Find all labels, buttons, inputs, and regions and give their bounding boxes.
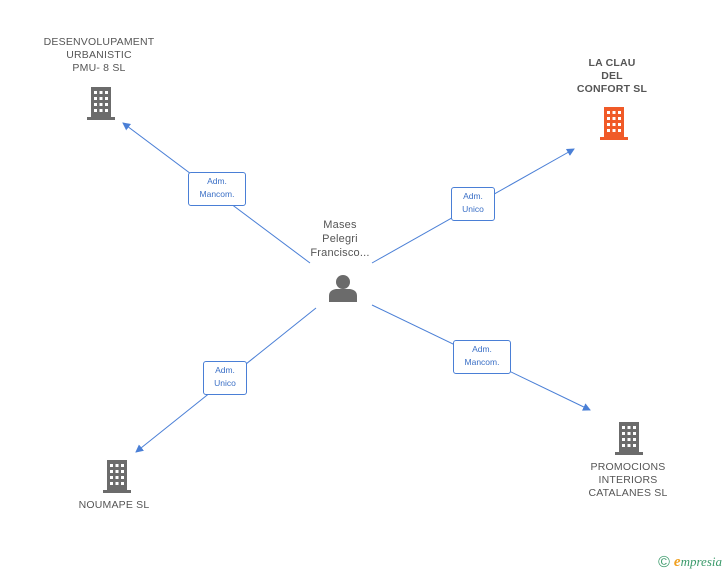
- role-badge-noumape[interactable]: Adm. Unico: [203, 361, 247, 395]
- role-badge-la-clau[interactable]: Adm. Unico: [451, 187, 495, 221]
- copyright-icon: ©: [658, 553, 670, 571]
- company-name-promocions[interactable]: PROMOCIONS INTERIORS CATALANES SL: [588, 461, 668, 499]
- building-icon[interactable]: [102, 459, 132, 493]
- building-icon[interactable]: [614, 421, 644, 455]
- building-icon[interactable]: [599, 106, 629, 140]
- role-badge-desenvolupament[interactable]: Adm. Mancom.: [188, 172, 246, 206]
- empresia-logo[interactable]: empresia: [673, 554, 722, 570]
- person-name[interactable]: Mases Pelegri Francisco...: [310, 219, 370, 259]
- company-name-la-clau[interactable]: LA CLAU DEL CONFORT SL: [576, 57, 648, 95]
- footer-brand: © empresia: [658, 554, 722, 571]
- role-badge-promocions[interactable]: Adm. Mancom.: [453, 340, 511, 374]
- company-name-noumape[interactable]: NOUMAPE SL: [78, 499, 150, 511]
- building-icon[interactable]: [86, 86, 116, 120]
- person-icon[interactable]: [328, 274, 358, 302]
- company-name-desenvolupament[interactable]: DESENVOLUPAMENT URBANISTIC PMU- 8 SL: [43, 36, 155, 74]
